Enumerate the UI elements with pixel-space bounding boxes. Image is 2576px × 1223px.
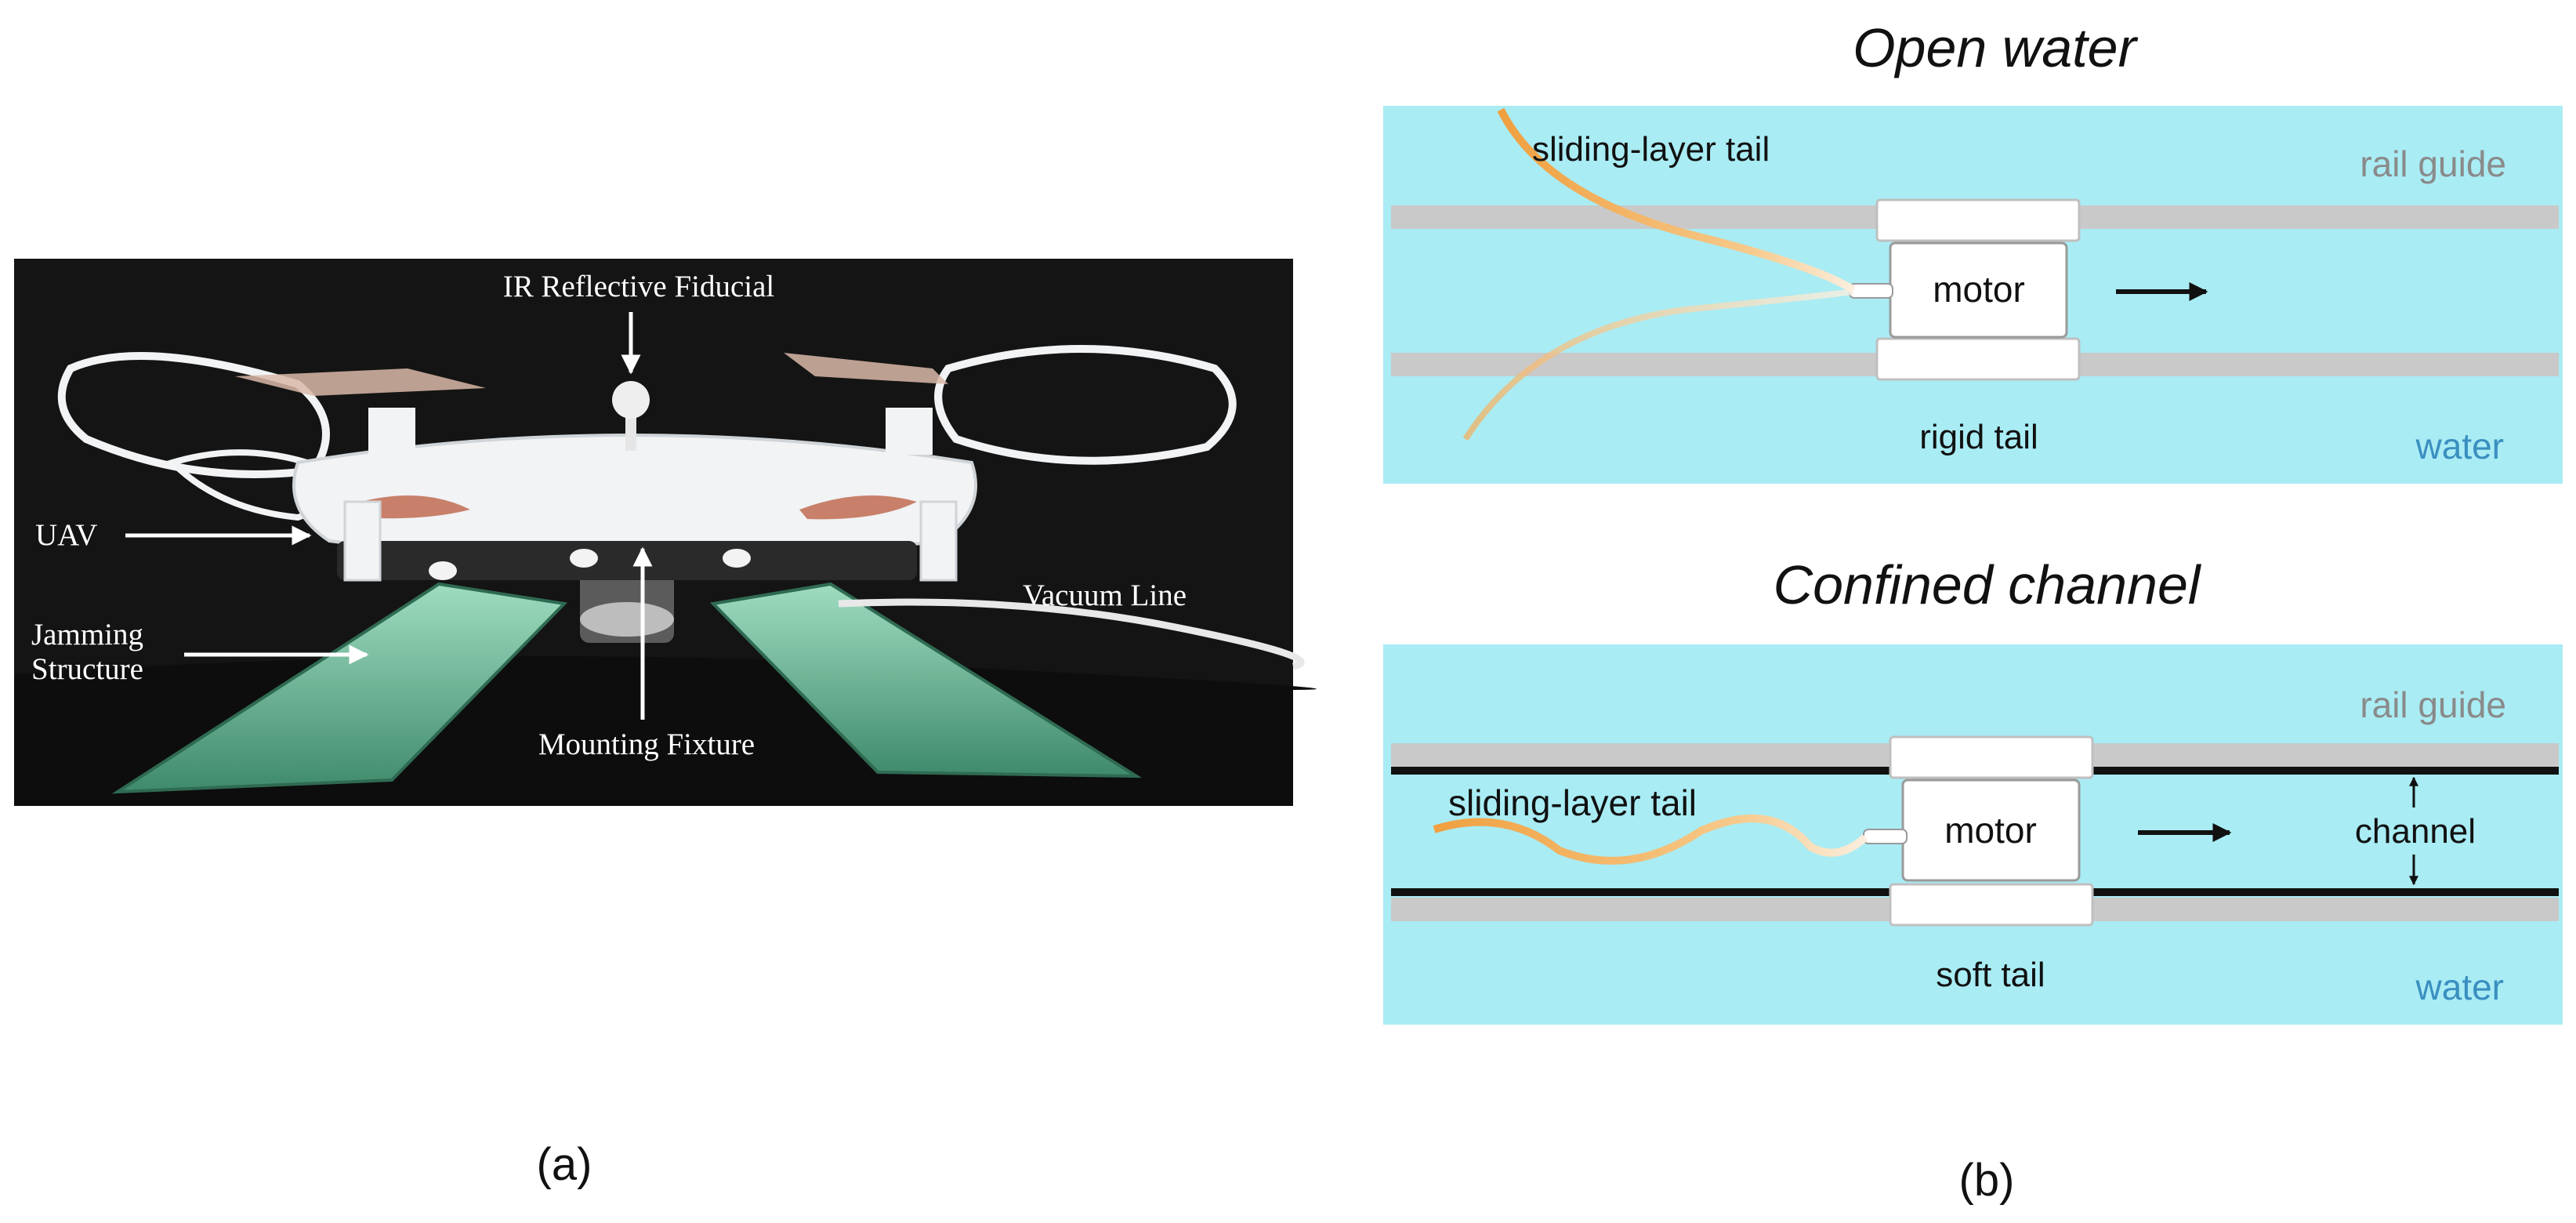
carriage-top <box>1889 735 2094 779</box>
drone-arm-accent-left <box>360 495 470 519</box>
label-uav: UAV <box>35 518 97 552</box>
carriage-top <box>1875 198 2081 242</box>
open-water-diagram: Open water sliding-layer tail rail guide… <box>1383 17 2563 484</box>
motor-mount-right <box>886 408 933 455</box>
label-ir-fiducial: IR Reflective Fiducial <box>503 270 775 303</box>
panel-b: Open water sliding-layer tail rail guide… <box>1383 17 2563 1206</box>
caption-b: (b) <box>1959 1155 2015 1206</box>
landing-gear-right <box>919 500 958 582</box>
prop-guard-right <box>934 345 1237 465</box>
ir-fiducial-ball <box>612 381 650 419</box>
label-sliding-layer-tail: sliding-layer tail <box>1448 782 1697 823</box>
carriage-bottom <box>1889 883 2094 927</box>
carriage-bottom <box>1875 337 2081 381</box>
mounting-fixture-knob <box>580 602 674 637</box>
propeller-left <box>235 368 486 396</box>
label-mounting-fixture: Mounting Fixture <box>538 728 755 761</box>
label-jamming-line2: Structure <box>31 652 143 686</box>
propeller-right <box>784 353 948 384</box>
caption-a: (a) <box>537 1139 592 1190</box>
sliding-layer-tail-curve <box>1497 107 1856 294</box>
marker-dot <box>570 549 598 568</box>
tail-connector <box>1849 283 1893 299</box>
label-motor: motor <box>1933 269 2025 310</box>
landing-gear-left <box>343 500 382 582</box>
marker-dot <box>429 561 457 580</box>
title-open-water: Open water <box>1853 17 2139 78</box>
label-jamming-line1: Jamming <box>31 618 143 651</box>
drone-underside <box>337 541 917 580</box>
drone-arm-accent-right <box>799 495 917 520</box>
jamming-leg-left <box>111 582 568 794</box>
jamming-leg-right <box>709 582 1143 778</box>
panel-a: IR Reflective Fiducial UAV Vacuum Line J… <box>14 259 1317 1190</box>
drone-illustration <box>57 345 1305 794</box>
label-rail-guide: rail guide <box>2360 684 2506 725</box>
label-water: water <box>2415 426 2504 466</box>
label-rail-guide: rail guide <box>2360 143 2506 184</box>
label-motor: motor <box>1944 810 2037 851</box>
sliding-layer-tail-curve-faint <box>1462 289 1854 441</box>
sliding-layer-tail-curve <box>1433 815 1868 865</box>
marker-dot <box>723 549 751 568</box>
label-channel: channel <box>2355 812 2476 851</box>
label-vacuum-line: Vacuum Line <box>1023 579 1187 612</box>
label-water: water <box>2415 967 2504 1007</box>
label-rigid-tail: rigid tail <box>1919 418 2038 456</box>
confined-channel-diagram: Confined channel rail guide sliding-laye… <box>1383 554 2563 1025</box>
label-sliding-layer-tail: sliding-layer tail <box>1532 130 1770 169</box>
title-confined-channel: Confined channel <box>1773 554 2202 615</box>
vacuum-line-tube <box>838 598 1305 670</box>
label-soft-tail: soft tail <box>1936 956 2045 994</box>
tail-connector <box>1863 829 1908 844</box>
motor-mount-left <box>368 408 415 455</box>
